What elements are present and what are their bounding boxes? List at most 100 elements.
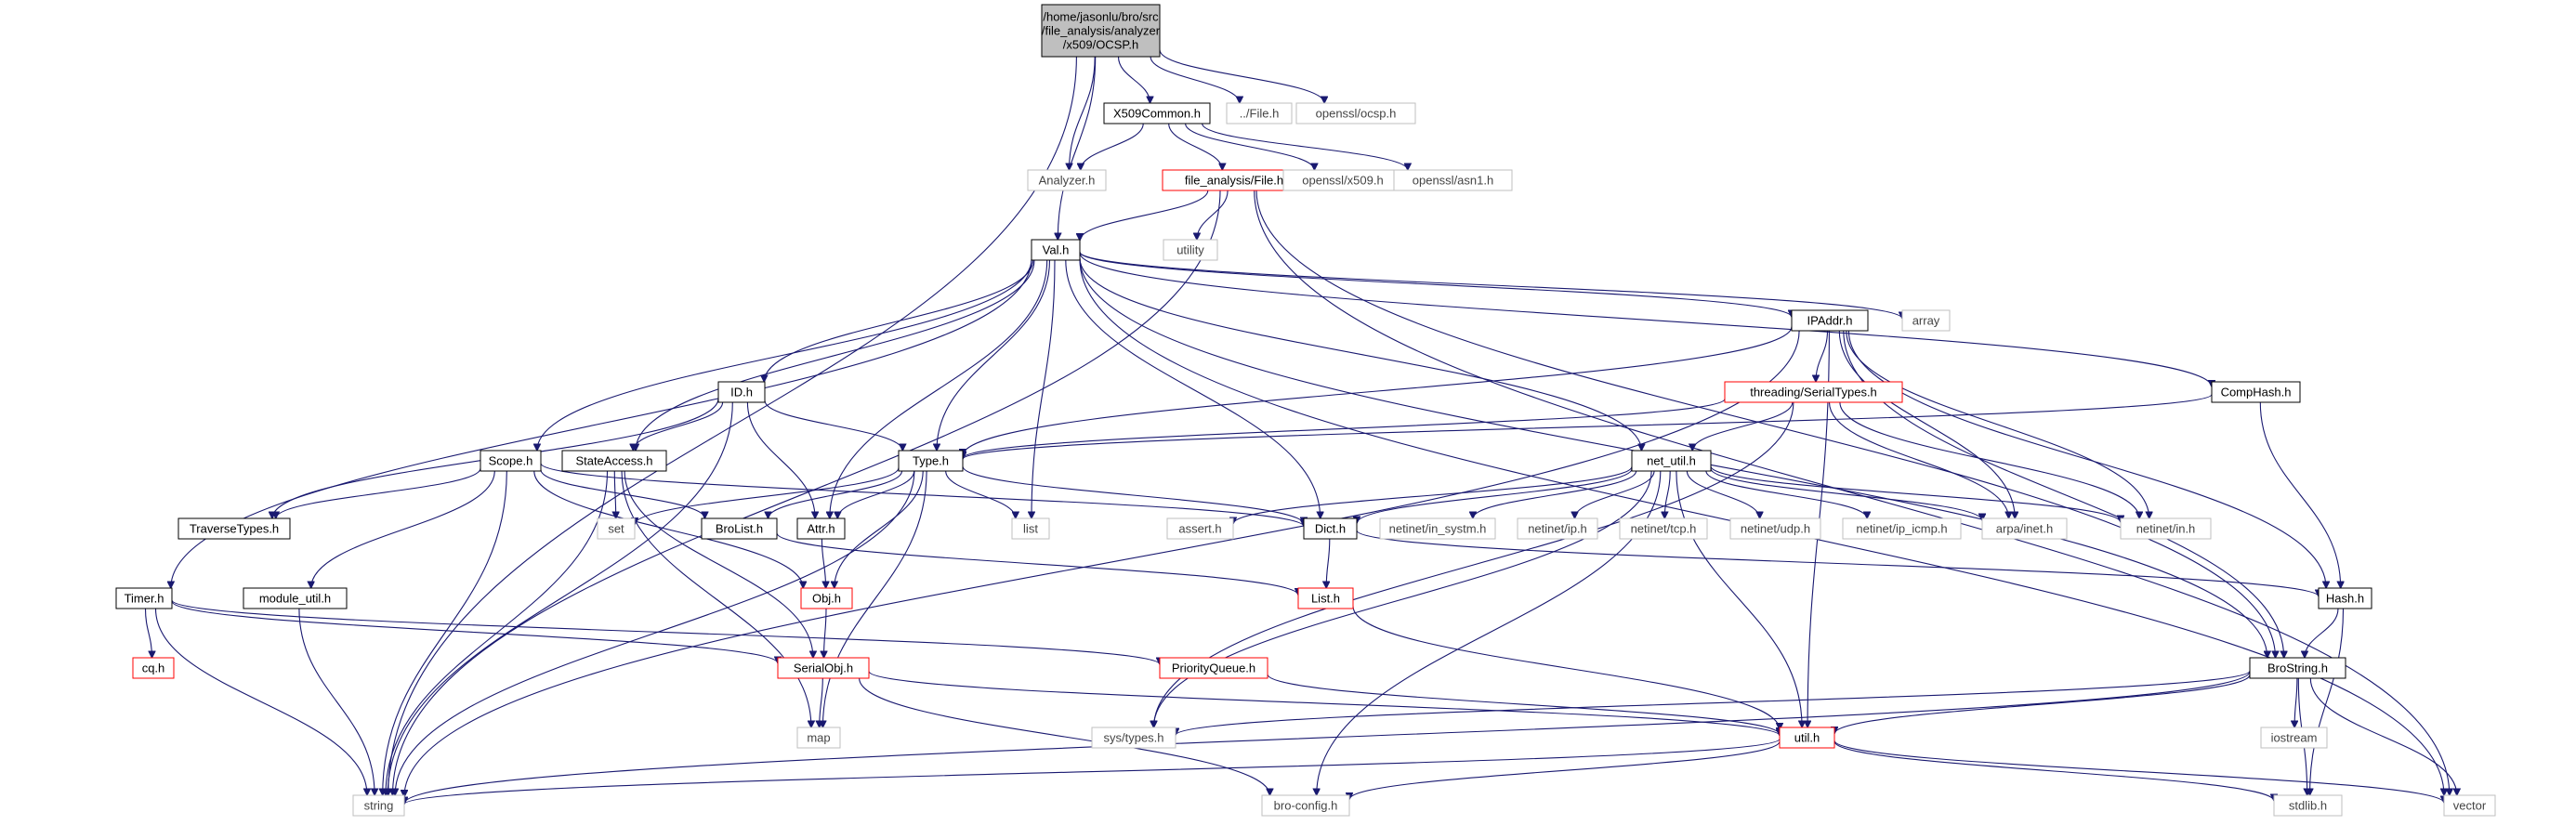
edge-brostring-to-util [1834, 674, 2251, 734]
node-openssl-ocsp[interactable]: openssl/ocsp.h [1295, 102, 1416, 124]
node-tcp[interactable]: netinet/tcp.h [1619, 517, 1708, 540]
edge-scope-to-module-util [311, 470, 495, 588]
node-x509common[interactable]: X509Common.h [1103, 102, 1211, 124]
node-timer[interactable]: Timer.h [115, 587, 173, 609]
node-net-util[interactable]: net_util.h [1631, 450, 1712, 472]
node-serialobj[interactable]: SerialObj.h [777, 657, 870, 679]
node-box [480, 450, 542, 472]
node-assert[interactable]: assert.h [1166, 517, 1234, 540]
node-module-util[interactable]: module_util.h [243, 587, 348, 609]
node-ip[interactable]: netinet/ip.h [1517, 517, 1598, 540]
edge-dict-to-list-h [1326, 538, 1331, 588]
node-vector[interactable]: vector [2443, 794, 2496, 817]
node-ocsp[interactable]: /home/jasonlu/bro/src/file_analysis/anal… [1041, 4, 1161, 58]
node-bro-config[interactable]: bro-config.h [1261, 794, 1350, 817]
node-label: netinet/ip.h [1528, 522, 1587, 536]
node-box [1295, 102, 1416, 124]
node-set[interactable]: set [597, 517, 636, 540]
edge-serialobj-to-util [868, 671, 1780, 736]
node-cq[interactable]: cq.h [132, 657, 175, 679]
node-in-systm[interactable]: netinet/in_systm.h [1379, 517, 1496, 540]
edge-type-to-attr [837, 470, 915, 518]
edge-type-to-brolist [769, 470, 903, 518]
node-util[interactable]: util.h [1779, 727, 1835, 749]
node-serialtypes[interactable]: threading/SerialTypes.h [1724, 381, 1903, 403]
node-list-h[interactable]: List.h [1297, 587, 1354, 609]
node-analyzer[interactable]: Analyzer.h [1027, 169, 1107, 191]
edge-fa-file-to-val [1080, 190, 1209, 241]
node-brostring[interactable]: BroString.h [2249, 657, 2346, 679]
edge-val-to-array [1079, 251, 1902, 319]
node-stdlib[interactable]: stdlib.h [2273, 794, 2343, 817]
node-label: openssl/asn1.h [1413, 174, 1493, 188]
edge-net-util-to-dict [1357, 468, 1633, 524]
edge-x509common-to-openssl-asn1 [1202, 123, 1408, 170]
edge-ipaddr-to-hash [1847, 330, 2326, 588]
node-type[interactable]: Type.h [898, 450, 964, 472]
edge-val-to-stateaccess [636, 259, 1035, 451]
node-attr[interactable]: Attr.h [796, 517, 846, 540]
node-priorityqueue[interactable]: PriorityQueue.h [1159, 657, 1268, 679]
node-fa-file[interactable]: file_analysis/File.h [1162, 169, 1307, 191]
edge-type-to-obj [835, 470, 924, 588]
node-obj[interactable]: Obj.h [800, 587, 853, 609]
node-label: stdlib.h [2289, 799, 2327, 813]
node-label: bro-config.h [1274, 799, 1338, 813]
node-traversetypes[interactable]: TraverseTypes.h [177, 517, 291, 540]
node-stateaccess[interactable]: StateAccess.h [561, 450, 667, 472]
node-label: threading/SerialTypes.h [1750, 386, 1877, 399]
node-map[interactable]: map [796, 727, 841, 749]
node-label: list [1023, 522, 1038, 536]
node-val[interactable]: Val.h [1031, 239, 1081, 261]
node-utility[interactable]: utility [1163, 239, 1218, 261]
node-array[interactable]: array [1901, 309, 1951, 332]
node-scope[interactable]: Scope.h [480, 450, 542, 472]
node-box [796, 517, 846, 540]
edge-val-to-type [937, 259, 1051, 451]
edge-serialtypes-to-net-util [1692, 401, 1794, 451]
node-label: Scope.h [489, 454, 533, 468]
edge-fa-file-to-vector [1254, 190, 2450, 795]
node-box [1159, 657, 1268, 679]
edge-ocsp-to-analyzer [1070, 56, 1096, 170]
node-arpa-inet[interactable]: arpa/inet.h [1981, 517, 2068, 540]
edge-x509common-to-fa-file [1168, 123, 1223, 170]
node-openssl-x509[interactable]: openssl/x509.h [1282, 169, 1403, 191]
node-label: X509Common.h [1113, 107, 1201, 121]
node-iostream[interactable]: iostream [2260, 727, 2328, 749]
node-comphash[interactable]: CompHash.h [2211, 381, 2301, 403]
node-sys-types[interactable]: sys/types.h [1091, 727, 1176, 749]
edge-stateaccess-to-map [621, 470, 811, 727]
edge-list-h-to-util [1352, 606, 1780, 730]
node-brolist[interactable]: BroList.h [701, 517, 778, 540]
edge-fa-file-to-brostring [1255, 190, 2276, 658]
node-hash[interactable]: Hash.h [2318, 587, 2372, 609]
node-layer: /home/jasonlu/bro/src/file_analysis/anal… [115, 4, 2496, 817]
edge-ocsp-to-file-rel [1150, 56, 1240, 103]
node-list[interactable]: list [1011, 517, 1050, 540]
edge-type-to-list [945, 470, 1016, 518]
node-label: string [364, 799, 394, 813]
node-dict[interactable]: Dict.h [1303, 517, 1358, 540]
node-netinet-in[interactable]: netinet/in.h [2120, 517, 2212, 540]
node-file-rel[interactable]: ../File.h [1226, 102, 1293, 124]
edge-brostring-to-vector [2309, 677, 2457, 795]
edge-hash-to-brostring [2305, 608, 2339, 658]
node-label: PriorityQueue.h [1172, 661, 1255, 675]
node-label: assert.h [1178, 522, 1221, 536]
edge-net-util-to-udp [1686, 470, 1759, 518]
node-udp[interactable]: netinet/udp.h [1729, 517, 1821, 540]
edge-stateaccess-to-set [614, 470, 615, 518]
node-ip-icmp[interactable]: netinet/ip_icmp.h [1842, 517, 1962, 540]
edge-brostring-to-iostream [2294, 677, 2297, 727]
node-id[interactable]: ID.h [717, 381, 766, 403]
node-openssl-asn1[interactable]: openssl/asn1.h [1393, 169, 1513, 191]
node-box [2260, 727, 2328, 749]
node-box [2318, 587, 2372, 609]
node-box [1091, 727, 1176, 749]
node-box [1027, 169, 1107, 191]
node-string[interactable]: string [352, 794, 405, 817]
node-ipaddr[interactable]: IPAddr.h [1791, 309, 1869, 332]
edge-val-to-net-util [1079, 257, 1641, 451]
edge-type-to-map [822, 470, 927, 727]
